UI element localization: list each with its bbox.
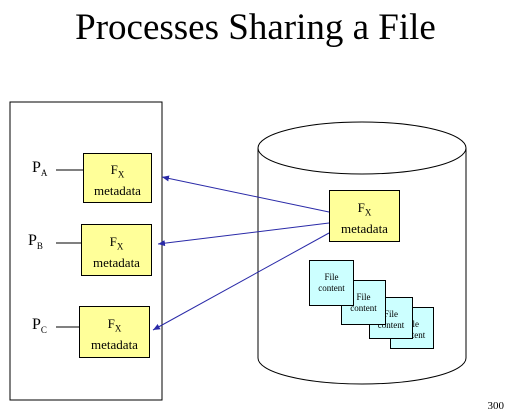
file-content-line2: content bbox=[350, 303, 377, 313]
process-label-a: PA bbox=[32, 159, 47, 178]
metadata-label: metadata bbox=[94, 182, 141, 198]
process-area-outline bbox=[9, 101, 163, 401]
file-content-line2: content bbox=[318, 283, 345, 293]
disk-cylinder bbox=[257, 148, 467, 385]
arrow-to-metadata-a bbox=[161, 175, 330, 213]
process-label-b: PB bbox=[28, 232, 43, 251]
fx-label: FX bbox=[110, 162, 125, 180]
file-content-line2: content bbox=[377, 320, 405, 330]
metadata-box-b: FX metadata bbox=[81, 224, 152, 276]
process-c-sub: C bbox=[40, 325, 47, 336]
metadata-label: metadata bbox=[93, 254, 140, 270]
process-a-letter: P bbox=[32, 159, 41, 176]
slide-title: Processes Sharing a File bbox=[75, 7, 436, 48]
page-number: 300 bbox=[487, 400, 505, 412]
disk-metadata-box: FX metadata bbox=[329, 190, 400, 242]
file-content-line1: File bbox=[324, 272, 339, 282]
fx-label: FX bbox=[107, 316, 122, 334]
metadata-box-a: FX metadata bbox=[83, 153, 152, 203]
file-content-box-1: File content bbox=[309, 260, 354, 306]
disk-top bbox=[257, 121, 467, 175]
arrow-to-metadata-b bbox=[157, 222, 330, 247]
process-b-sub: B bbox=[36, 241, 43, 252]
process-a-sub: A bbox=[40, 168, 48, 179]
arrow-to-metadata-c bbox=[152, 232, 330, 331]
fx-label: FX bbox=[109, 234, 124, 252]
metadata-label: metadata bbox=[91, 336, 138, 352]
process-label-c: PC bbox=[32, 316, 47, 335]
process-b-letter: P bbox=[28, 232, 37, 249]
fx-label: FX bbox=[357, 200, 372, 218]
process-c-letter: P bbox=[32, 316, 41, 333]
file-content-line1: File bbox=[356, 292, 371, 302]
file-content-line1: File bbox=[383, 309, 398, 319]
metadata-box-c: FX metadata bbox=[79, 306, 150, 358]
metadata-label: metadata bbox=[341, 220, 388, 236]
